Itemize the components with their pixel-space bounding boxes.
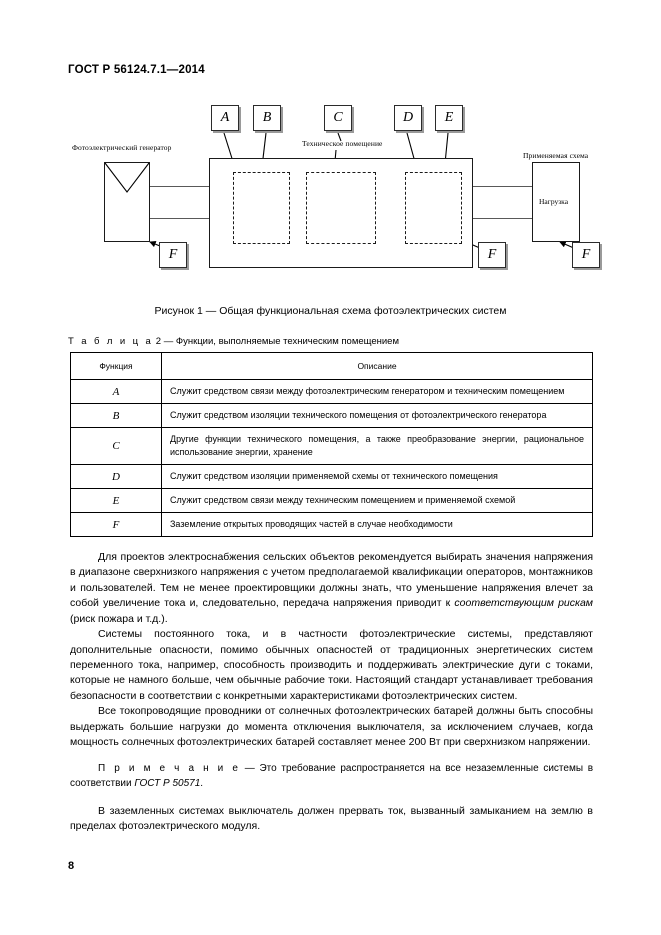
wire-pv-bottom xyxy=(150,218,209,219)
table-row: C Другие функции технического помещения,… xyxy=(70,427,593,466)
table-cell-function: C xyxy=(70,427,162,466)
figure-label-e: E xyxy=(435,105,463,131)
figure-label-d-text: D xyxy=(402,110,414,125)
figure-label-f-right: F xyxy=(572,242,600,268)
table-cell-description: Служит средством связи между фотоэлектри… xyxy=(161,378,593,405)
table-row: D Служит средством изоляции применяемой … xyxy=(70,464,593,490)
table-cell-description: Заземление открытых проводящих частей в … xyxy=(161,512,593,538)
figure-inner-block-left xyxy=(233,172,290,244)
figure-label-c-text: C xyxy=(333,110,343,125)
note-block: П р и м е ч а н и е — Это требование рас… xyxy=(70,762,593,791)
table-cell-function: B xyxy=(70,403,162,429)
table-header-description: Описание xyxy=(161,352,593,380)
figure-inner-block-middle xyxy=(306,172,376,244)
paragraph-3: Все токопроводящие проводники от солнечн… xyxy=(70,705,593,749)
figure-label-e-text: E xyxy=(444,110,454,125)
note-text: — Это требование распространяется на все… xyxy=(70,763,594,790)
figure-load-label: Нагрузка xyxy=(539,197,569,206)
paragraph-4: В заземленных системах выключатель долже… xyxy=(70,804,593,833)
wire-load-top xyxy=(473,186,532,187)
figure-label-f-left-text: F xyxy=(168,247,178,262)
figure-label-f-left: F xyxy=(159,242,187,268)
table-cell-description: Служит средством связи между техническим… xyxy=(161,488,593,514)
table-row: F Заземление открытых проводящих частей … xyxy=(70,512,593,538)
figure-annotation-pv-generator: Фотоэлектрический генератор xyxy=(72,143,172,152)
paragraph-1: Для проектов электроснабжения сельских о… xyxy=(70,550,593,627)
figure-label-b: B xyxy=(253,105,281,131)
table-cell-description: Другие функции технического помещения, а… xyxy=(161,427,593,466)
figure-label-f-right-text: F xyxy=(581,247,591,262)
functions-table: Функция Описание A Служит средством связ… xyxy=(70,352,593,538)
table-cell-description: Служит средством изоляции технического п… xyxy=(161,403,593,429)
table-row: A Служит средством связи между фотоэлект… xyxy=(70,378,593,405)
paragraph-1-emphasis: соответствующим рискам xyxy=(454,597,594,610)
pv-generator-symbol-icon xyxy=(104,162,150,193)
table-cell-function: D xyxy=(70,464,162,490)
figure-label-d: D xyxy=(394,105,422,131)
table-header-function: Функция xyxy=(70,352,162,380)
figure-1-diagram: A B C D E F F F Фотоэлектрический генера… xyxy=(0,96,661,286)
wire-load-bottom xyxy=(473,218,532,219)
figure-technical-room-block xyxy=(209,158,473,268)
figure-label-a: A xyxy=(211,105,239,131)
table-row: B Служит средством изоляции технического… xyxy=(70,403,593,429)
page-number: 8 xyxy=(68,860,75,872)
table-row: E Служит средством связи между техническ… xyxy=(70,488,593,514)
table-2-title-prefix: Т а б л и ц а xyxy=(68,336,154,347)
note-label: П р и м е ч а н и е xyxy=(98,763,241,775)
figure-1-caption: Рисунок 1 — Общая функциональная схема ф… xyxy=(154,305,507,317)
body-text-region: Для проектов электроснабжения сельских о… xyxy=(70,550,593,835)
figure-load-block xyxy=(532,162,580,242)
table-2-title: Т а б л и ц а 2 — Функции, выполняемые т… xyxy=(68,336,399,347)
table-2-title-number: 2 xyxy=(155,336,162,347)
paragraph-2: Системы постоянного тока, и в частности … xyxy=(70,628,593,702)
table-header-row: Функция Описание xyxy=(70,352,593,380)
note-tail: . xyxy=(200,778,204,790)
table-cell-function: E xyxy=(70,488,162,514)
note-reference: ГОСТ Р 50571 xyxy=(134,778,201,790)
table-cell-function: A xyxy=(70,378,162,405)
paragraph-1-part-1: Для проектов электроснабжения сельских о… xyxy=(70,551,593,610)
figure-label-a-text: A xyxy=(220,110,230,125)
figure-annotation-technical-room: Техническое помещение xyxy=(302,139,383,148)
table-cell-function: F xyxy=(70,512,162,538)
wire-pv-top xyxy=(150,186,209,187)
paragraph-1-part-2: (риск пожара и т.д.). xyxy=(70,612,168,625)
figure-label-f-middle: F xyxy=(478,242,506,268)
figure-label-c: C xyxy=(324,105,352,131)
figure-pv-generator-block xyxy=(104,162,150,242)
figure-label-b-text: B xyxy=(262,110,272,125)
figure-label-f-middle-text: F xyxy=(487,247,497,262)
table-cell-description: Служит средством изоляции применяемой сх… xyxy=(161,464,593,490)
figure-inner-block-right xyxy=(405,172,462,244)
figure-annotation-applied-scheme: Применяемая схема xyxy=(523,151,589,160)
document-header-standard-id: ГОСТ Р 56124.7.1—2014 xyxy=(68,64,205,76)
table-2-title-rest: — Функции, выполняемые техническим помещ… xyxy=(163,336,400,347)
